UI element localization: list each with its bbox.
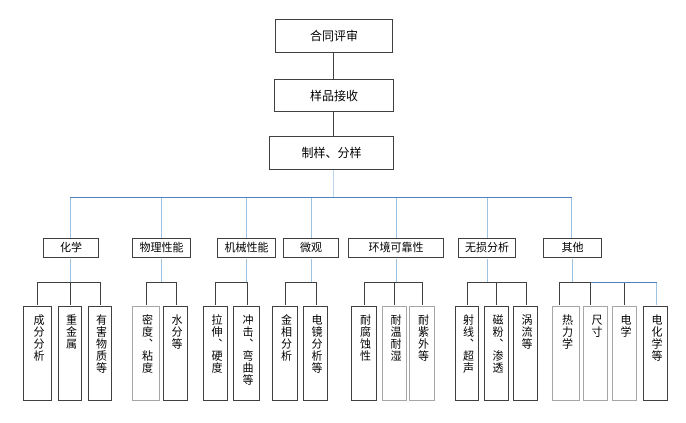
- connector-leafdrop: [146, 283, 147, 305]
- node-category-microscopic: 微观: [283, 238, 339, 258]
- connector-groupbar-mechanical: [215, 282, 248, 283]
- node-leaf-metallographic-analysis: 金相分析: [272, 306, 298, 401]
- connector-groupbar-chemistry: [37, 282, 101, 283]
- node-leaf-thermodynamics: 热力学: [552, 306, 580, 401]
- node-leaf-ray-ultrasonic: 射线、超声: [455, 306, 479, 401]
- node-leaf-electrical: 电学: [612, 306, 637, 401]
- node-leaf-magnetic-penetrant: 磁粉、渗透: [484, 306, 509, 401]
- connector-trunk-1: [333, 53, 334, 79]
- connector-leafdrop: [394, 283, 395, 305]
- node-category-physical-properties: 物理性能: [132, 238, 191, 258]
- leaf-label: 电镜分析等: [310, 314, 322, 374]
- connector-groupbar-other-left: [559, 282, 591, 283]
- connector-leafdrop: [467, 283, 468, 305]
- leaf-label: 拉伸、硬度: [210, 314, 222, 374]
- connector-groupbar-physical: [146, 282, 177, 283]
- node-leaf-tensile-hardness: 拉伸、硬度: [203, 306, 228, 401]
- node-leaf-density-viscosity: 密度、粘度: [132, 306, 160, 401]
- node-sample-preparation: 制样、分样: [269, 136, 394, 170]
- leaf-label: 电学: [619, 314, 631, 338]
- connector-leafdrop: [285, 283, 286, 305]
- node-category-environmental-reliability: 环境可靠性: [348, 238, 444, 258]
- node-sample-reception: 样品接收: [274, 79, 394, 112]
- connector-drop-other: [571, 198, 572, 238]
- connector-main-bar: [70, 197, 572, 198]
- connector-drop-mechanical: [246, 198, 247, 238]
- connector-drop-microscopic: [311, 198, 312, 238]
- leaf-label: 耐温耐湿: [389, 314, 401, 362]
- connector-stem-mechanical: [246, 259, 247, 282]
- leaf-label: 耐紫外等: [416, 314, 429, 362]
- leaf-label: 涡流等: [520, 314, 532, 350]
- connector-drop-physical: [161, 198, 162, 238]
- connector-leafdrop: [422, 283, 423, 305]
- connector-drop-nondestructive: [487, 198, 488, 238]
- leaf-label: 热力学: [560, 314, 573, 350]
- leaf-label: 电化学等: [650, 314, 662, 362]
- leaf-label: 有害物质等: [94, 314, 107, 374]
- connector-leafdrop: [316, 283, 317, 305]
- connector-stem-physical: [161, 259, 162, 282]
- connector-groupbar-microscopic: [285, 282, 317, 283]
- node-category-chemistry: 化学: [43, 238, 99, 258]
- node-leaf-corrosion-resistance: 耐腐蚀性: [351, 306, 377, 401]
- leaf-label: 金相分析: [279, 314, 292, 362]
- connector-leafdrop: [176, 283, 177, 305]
- connector-stem-environmental: [396, 259, 397, 282]
- node-leaf-heavy-metals: 重金属: [58, 306, 82, 401]
- node-leaf-dimensions: 尺寸: [583, 306, 608, 401]
- node-leaf-electron-microscopy: 电镜分析等: [303, 306, 328, 401]
- connector-drop-chemistry: [70, 198, 71, 238]
- connector-stem-nondestructive: [487, 259, 488, 282]
- connector-leafdrop: [496, 283, 497, 305]
- node-contract-review: 合同评审: [275, 19, 393, 53]
- connector-trunk-3: [333, 170, 334, 197]
- connector-leafdrop: [590, 283, 591, 305]
- connector-leafdrop: [37, 283, 38, 305]
- leaf-label: 冲击、弯曲等: [241, 314, 253, 386]
- node-leaf-uv-resistance: 耐紫外等: [409, 306, 435, 401]
- node-leaf-impact-bending: 冲击、弯曲等: [233, 306, 260, 401]
- node-leaf-eddy-current: 涡流等: [513, 306, 538, 401]
- connector-groupbar-other-right: [591, 282, 657, 283]
- connector-leafdrop: [364, 283, 365, 305]
- connector-leafdrop: [656, 283, 657, 305]
- connector-groupbar-nondestructive: [467, 282, 527, 283]
- connector-leafdrop: [526, 283, 527, 305]
- leaf-label: 重金属: [64, 314, 77, 350]
- connector-stem-microscopic: [311, 259, 312, 282]
- connector-leafdrop: [100, 283, 101, 305]
- node-leaf-harmful-substances: 有害物质等: [88, 306, 112, 401]
- leaf-label: 尺寸: [590, 314, 602, 338]
- node-leaf-temp-humidity-resistance: 耐温耐湿: [382, 306, 407, 401]
- leaf-label: 水分等: [170, 314, 182, 350]
- connector-trunk-2: [333, 112, 334, 136]
- connector-leafdrop: [215, 283, 216, 305]
- node-leaf-moisture: 水分等: [163, 306, 188, 401]
- leaf-label: 磁粉、渗透: [491, 314, 503, 374]
- connector-drop-environmental: [396, 198, 397, 238]
- connector-leafdrop: [247, 283, 248, 305]
- leaf-label: 耐腐蚀性: [358, 314, 371, 362]
- leaf-label: 成分分析: [32, 314, 44, 362]
- connector-leafdrop: [559, 283, 560, 305]
- connector-leafdrop: [624, 283, 625, 305]
- node-category-nondestructive-analysis: 无损分析: [458, 238, 516, 258]
- connector-leafdrop: [70, 283, 71, 305]
- node-category-other: 其他: [543, 238, 602, 258]
- connector-stem-chemistry: [70, 259, 71, 282]
- node-leaf-composition-analysis: 成分分析: [23, 306, 52, 401]
- connector-stem-other: [572, 259, 573, 282]
- node-category-mechanical-properties: 机械性能: [217, 238, 276, 258]
- leaf-label: 射线、超声: [461, 314, 474, 374]
- leaf-label: 密度、粘度: [140, 314, 153, 374]
- connector-groupbar-environmental: [364, 282, 423, 283]
- node-leaf-electrochemistry: 电化学等: [643, 306, 668, 401]
